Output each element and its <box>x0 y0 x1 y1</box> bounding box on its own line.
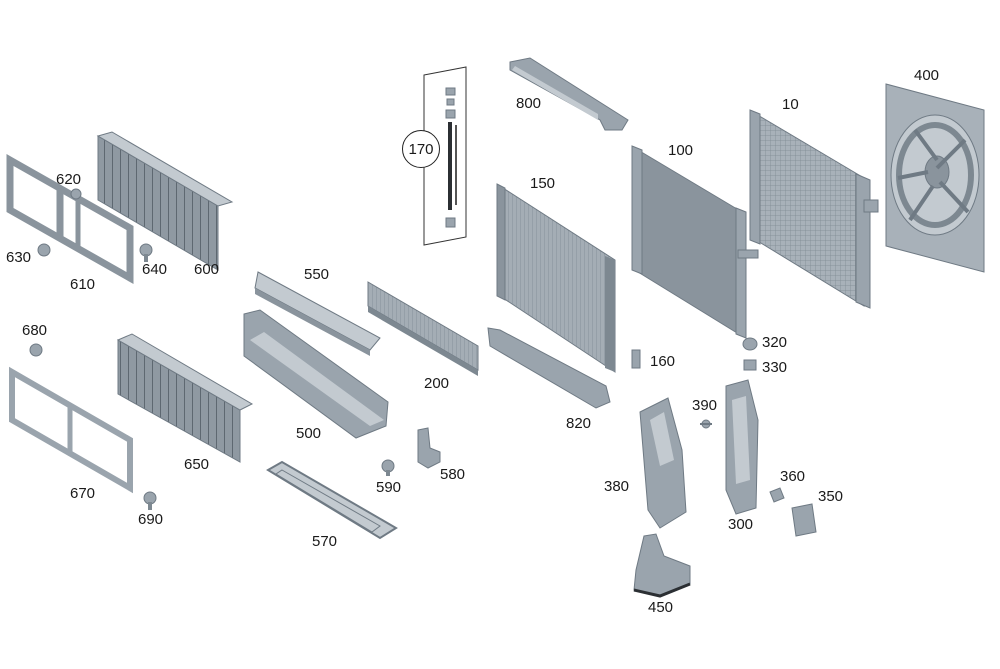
label-690: 690 <box>138 511 164 528</box>
label-350: 350 <box>818 488 844 505</box>
label-100: 100 <box>668 142 694 159</box>
label-620: 620 <box>56 171 82 188</box>
label-300: 300 <box>728 516 754 533</box>
label-160: 160 <box>650 353 676 370</box>
label-650: 650 <box>184 456 210 473</box>
label-380: 380 <box>604 478 630 495</box>
label-570: 570 <box>312 533 338 550</box>
part-680-clip <box>29 343 43 357</box>
part-150-condenser <box>496 183 616 373</box>
label-360: 360 <box>780 468 806 485</box>
label-150: 150 <box>530 175 556 192</box>
part-580-bracket <box>417 427 441 469</box>
part-820-lower-bracket <box>487 327 611 409</box>
part-640-clip <box>139 243 153 262</box>
label-640: 640 <box>142 261 168 278</box>
label-820: 820 <box>566 415 592 432</box>
part-300-air-guide <box>725 379 759 515</box>
label-320: 320 <box>762 334 788 351</box>
part-550-cooler <box>254 271 381 356</box>
part-590-clip <box>381 459 395 476</box>
label-670: 670 <box>70 485 96 502</box>
part-390-clip <box>700 419 712 429</box>
label-450: 450 <box>648 599 674 616</box>
label-550: 550 <box>304 266 330 283</box>
label-200: 200 <box>424 375 450 392</box>
part-320-cap <box>742 337 758 351</box>
part-600-shutter <box>96 131 234 271</box>
part-380-air-guide <box>639 397 687 529</box>
label-610: 610 <box>70 276 96 293</box>
label-630: 630 <box>6 249 32 266</box>
part-170-strut-kit <box>423 66 467 246</box>
part-10-main-radiator <box>749 109 879 309</box>
part-570-tray <box>266 460 398 540</box>
part-330-sleeve <box>743 359 757 371</box>
label-10: 10 <box>782 96 799 113</box>
part-670-frame <box>9 366 133 494</box>
part-160-drain <box>631 349 641 369</box>
part-800-upper-bracket <box>509 57 629 131</box>
label-800: 800 <box>516 95 542 112</box>
label-680: 680 <box>22 322 48 339</box>
label-580: 580 <box>440 466 466 483</box>
part-450-lower-guide <box>633 533 691 598</box>
part-400-fan-shroud <box>885 83 985 273</box>
part-630-clip <box>37 243 51 257</box>
part-360-clip <box>769 487 785 503</box>
part-690-clip <box>143 491 157 510</box>
label-500: 500 <box>296 425 322 442</box>
part-650-grille <box>116 333 254 463</box>
part-100-radiator <box>631 145 759 339</box>
part-350-bracket <box>791 503 817 537</box>
part-200-auxiliary-cooler <box>367 281 479 376</box>
part-620-clip <box>70 188 82 200</box>
label-390: 390 <box>692 397 718 414</box>
label-400: 400 <box>914 67 940 84</box>
label-600: 600 <box>194 261 220 278</box>
part-500-air-duct <box>243 309 389 439</box>
part-610-frame <box>6 153 134 285</box>
label-590: 590 <box>376 479 402 496</box>
label-170: 170 <box>402 130 440 168</box>
label-330: 330 <box>762 359 788 376</box>
